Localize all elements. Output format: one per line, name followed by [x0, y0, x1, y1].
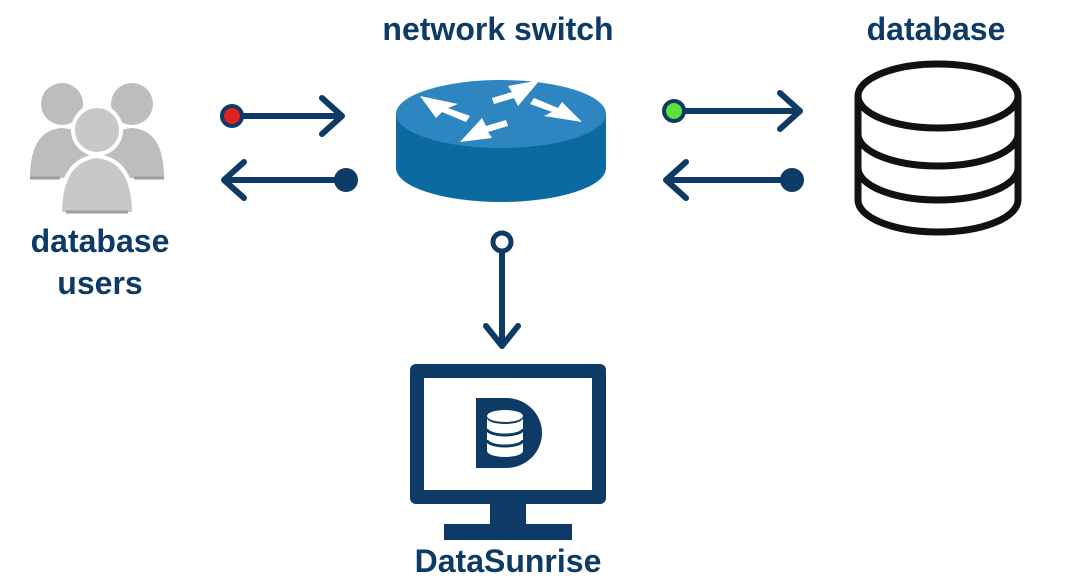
datasunrise-logo-icon [476, 398, 542, 468]
users-group-icon [30, 83, 164, 216]
dot-icon [780, 168, 804, 192]
dot-icon [334, 168, 358, 192]
database-cylinder-icon [854, 60, 1022, 236]
arrow-switch-to-users [221, 159, 358, 201]
database-users-label-line2: users [57, 265, 143, 301]
green-dot-icon [662, 99, 686, 123]
database-label: database [866, 11, 1006, 47]
network-switch-label: network switch [382, 11, 614, 47]
arrow-database-to-switch [663, 159, 804, 201]
hollow-dot-icon [490, 230, 514, 254]
arrow-users-to-switch [220, 95, 345, 137]
network-switch-icon [396, 80, 606, 202]
arrow-switch-to-datasunrise [483, 230, 521, 349]
datasunrise-label: DataSunrise [414, 543, 602, 579]
monitor-datasunrise-icon [410, 364, 606, 540]
database-users-label-line1: database [30, 223, 170, 259]
database-users-label: database users [10, 220, 190, 304]
red-dot-icon [220, 104, 244, 128]
arrow-switch-to-database [662, 90, 803, 132]
